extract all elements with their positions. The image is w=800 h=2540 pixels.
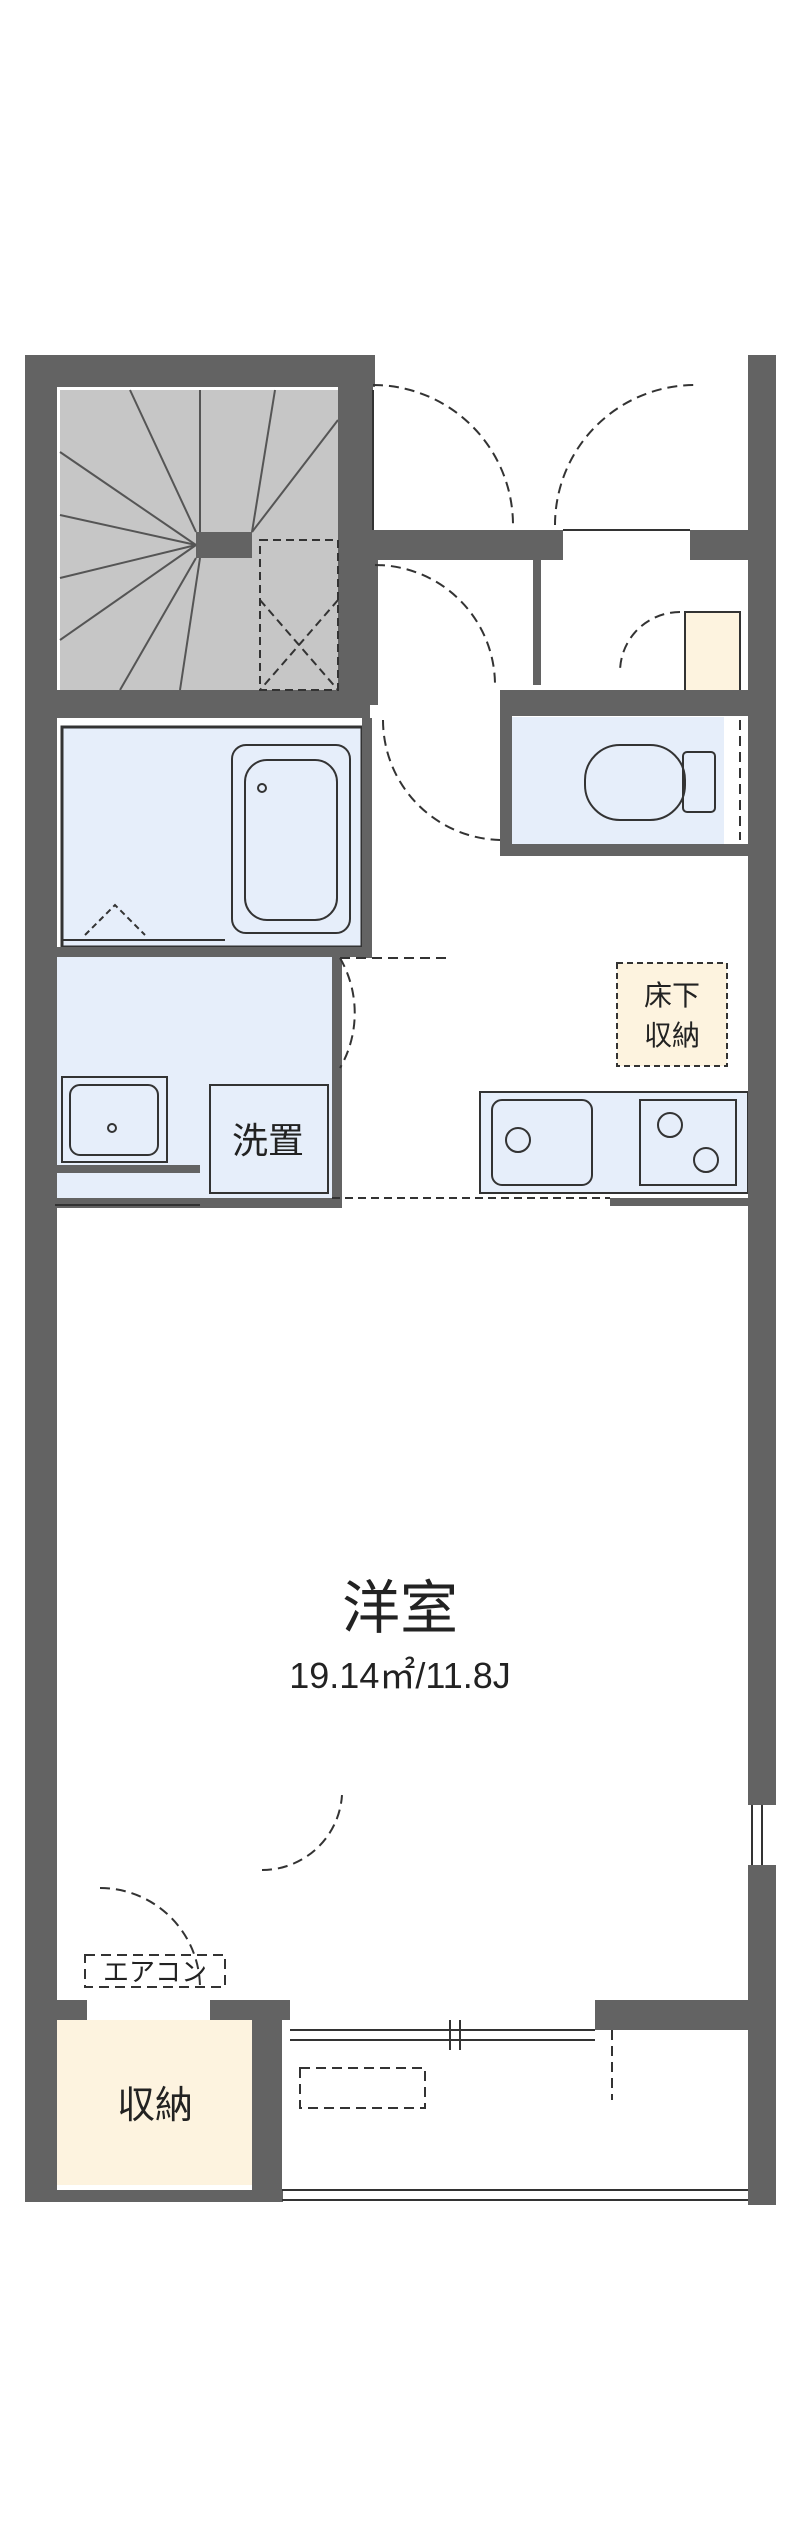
washer-space	[209, 1084, 329, 1194]
main-room-area: 19.14㎡/11.8J	[289, 1655, 511, 1696]
toilet	[584, 744, 716, 821]
stair-storage-door	[259, 539, 339, 691]
underfloor-storage-label-1: 床下	[644, 979, 700, 1012]
underfloor-storage-fill	[616, 962, 728, 1067]
bathtub	[62, 744, 351, 941]
walls	[25, 355, 776, 2205]
stove	[639, 1099, 737, 1186]
doors	[84, 384, 741, 2109]
shoe-cabinet-fill	[684, 611, 741, 695]
thin-walls	[55, 390, 763, 2201]
kitchen-sink	[491, 1099, 593, 1186]
main-room-name: 洋室	[342, 1574, 458, 1642]
bathroom-area	[60, 725, 364, 949]
washer-label: 洗置	[232, 1121, 304, 1162]
staircase	[59, 389, 339, 691]
underfloor-storage-label-2: 収納	[644, 1019, 700, 1052]
kitchen-counter	[479, 1091, 749, 1194]
washbasin	[61, 1076, 168, 1163]
toilet-area	[512, 717, 724, 844]
aircon-label: エアコン	[103, 1958, 207, 1988]
closet-fill	[57, 2020, 252, 2185]
closet-label: 収納	[117, 2083, 193, 2127]
